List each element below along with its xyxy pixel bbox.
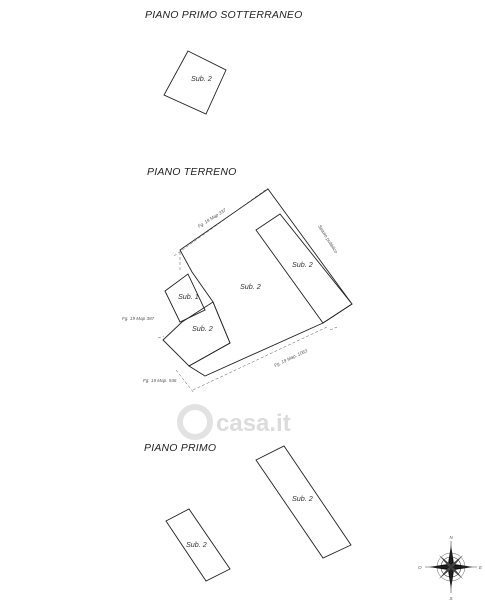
- ground-sub1-room: [164, 273, 206, 323]
- watermark-text: casa.it: [216, 410, 291, 437]
- label-right: Spazio pubblico: [317, 224, 339, 255]
- ground-sub2-right-room: [255, 213, 353, 324]
- basement-sub2-room: [163, 50, 227, 115]
- first-sub2-left-label: Sub. 2: [186, 540, 207, 549]
- basement-sub2-label: Sub. 2: [191, 74, 212, 83]
- first-sub2-right-room: [255, 445, 352, 559]
- first-sub2-right-label: Sub. 2: [292, 494, 313, 503]
- compass-s: S: [450, 596, 454, 600]
- first-sub2-left-room: [165, 508, 231, 582]
- basement-title: PIANO PRIMO SOTTERRANEO: [145, 9, 302, 21]
- ground-sub2-small-label: Sub. 2: [192, 324, 213, 333]
- label-bottom-right: Fg. 19 Map. 1063: [273, 348, 308, 368]
- ground-outline: [179, 188, 353, 377]
- compass-rose-icon: N S E O: [418, 535, 483, 600]
- first-title: PIANO PRIMO: [144, 442, 216, 454]
- ground-sub2-main-label: Sub. 2: [240, 282, 261, 291]
- compass-e: E: [479, 565, 483, 570]
- watermark: casa.it: [177, 404, 291, 440]
- label-top: Fg. 19 Map 337: [197, 207, 227, 229]
- label-left: Fg. 19 Map 387: [122, 316, 155, 321]
- ground-sub1-label: Sub. 1: [178, 292, 199, 301]
- ground-sub2-right-label: Sub. 2: [292, 260, 313, 269]
- compass-n: N: [450, 535, 454, 540]
- ground-title: PIANO TERRENO: [147, 166, 237, 178]
- label-bottom-left: Fg. 19 Map. 936: [143, 378, 177, 383]
- compass-o: O: [418, 565, 422, 570]
- ground-sub2-small-room: [162, 301, 231, 367]
